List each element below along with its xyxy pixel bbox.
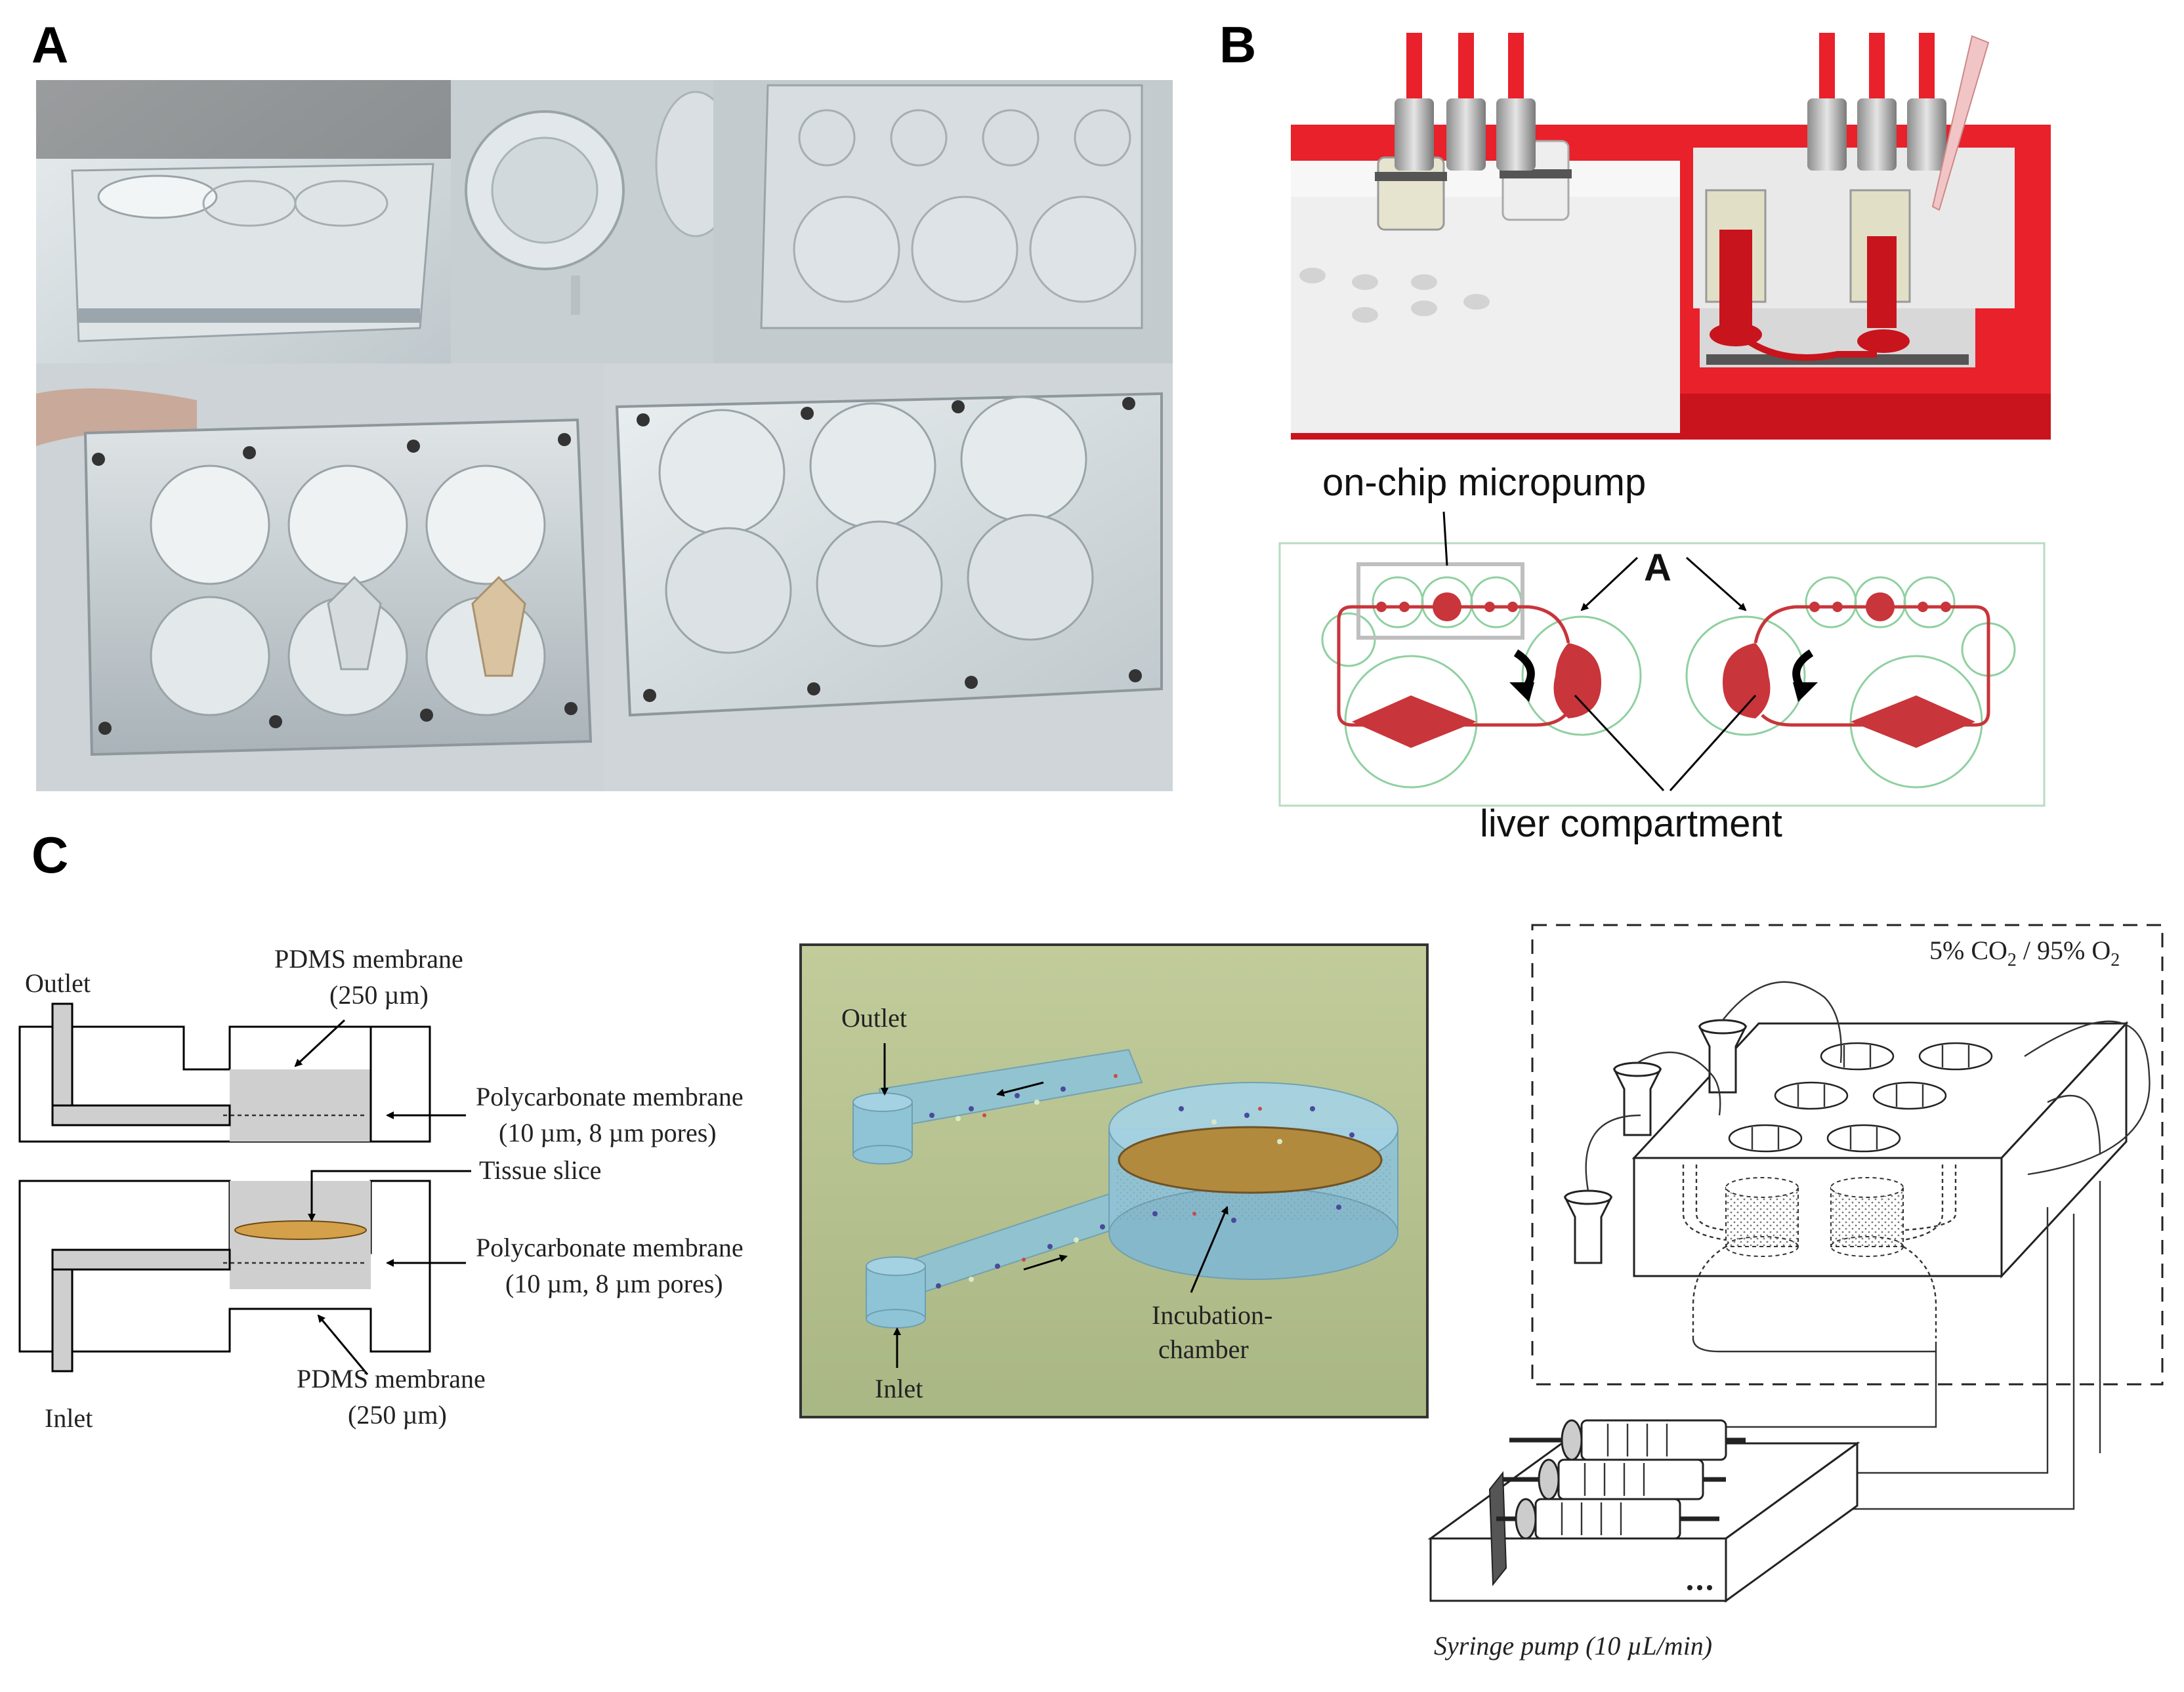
cs-outlet-label: Outlet (25, 968, 91, 998)
panel-b-schematic (1278, 511, 2046, 807)
right-pump-chamber (1866, 592, 1895, 621)
device-photo-3 (713, 80, 1173, 363)
device-photo-5 (604, 363, 1173, 791)
gas-label: 5% CO2 / 95% O2 (1929, 936, 2120, 970)
label-liver-compartment: liver compartment (1480, 802, 1782, 845)
chamber-label-2: chamber (1158, 1334, 1249, 1364)
cs-inlet-label: Inlet (45, 1403, 93, 1433)
cs-pdms-bot-2: (250 µm) (348, 1400, 447, 1430)
label-on-chip-micropump: on-chip micropump (1322, 461, 1646, 504)
cs-poly-bot-2: (10 µm, 8 µm pores) (505, 1269, 723, 1298)
left-pump-chamber (1433, 592, 1461, 621)
label-a-arrow: A (1644, 547, 1671, 589)
device-photo-4 (36, 363, 604, 791)
chamber-tissue (1118, 1126, 1383, 1194)
cs-pdms-top-2: (250 µm) (329, 980, 429, 1010)
device-photo-2 (451, 80, 736, 363)
panel-b-letter: B (1219, 16, 1256, 73)
panel-c-letter: C (32, 826, 68, 884)
left-reservoir (1352, 695, 1477, 748)
panel-a-letter: A (32, 16, 68, 73)
chamber-label-1: Incubation- (1152, 1300, 1272, 1330)
panel-c-incubation-chamber (799, 943, 1429, 1418)
panel-c-setup (1427, 924, 2164, 1603)
left-liver-compartment (1553, 643, 1601, 718)
cs-poly-top-2: (10 µm, 8 µm pores) (499, 1118, 717, 1147)
right-liver-compartment (1723, 643, 1771, 718)
panel-a-photo-collage (36, 80, 1173, 791)
micropump-box (1356, 562, 1524, 640)
cs-poly-top-1: Polycarbonate membrane (476, 1082, 744, 1111)
cs-poly-bot-1: Polycarbonate membrane (476, 1233, 744, 1262)
gas-enclosure (1531, 924, 2164, 1386)
chamber-outlet-label: Outlet (841, 1003, 907, 1033)
panel-b-render (1291, 33, 2051, 440)
cs-pdms-top-1: PDMS membrane (274, 944, 463, 974)
tissue-slice (234, 1220, 367, 1240)
cs-tissue-label: Tissue slice (479, 1155, 601, 1185)
syringe-pump-label: Syringe pump (10 µL/min) (1434, 1631, 1712, 1661)
right-reservoir (1851, 695, 1975, 748)
chamber-inlet-label: Inlet (875, 1374, 923, 1403)
panel-c-cross-section (18, 1002, 471, 1375)
device-photo-1 (36, 80, 451, 363)
cs-pdms-bot-1: PDMS membrane (297, 1364, 486, 1393)
